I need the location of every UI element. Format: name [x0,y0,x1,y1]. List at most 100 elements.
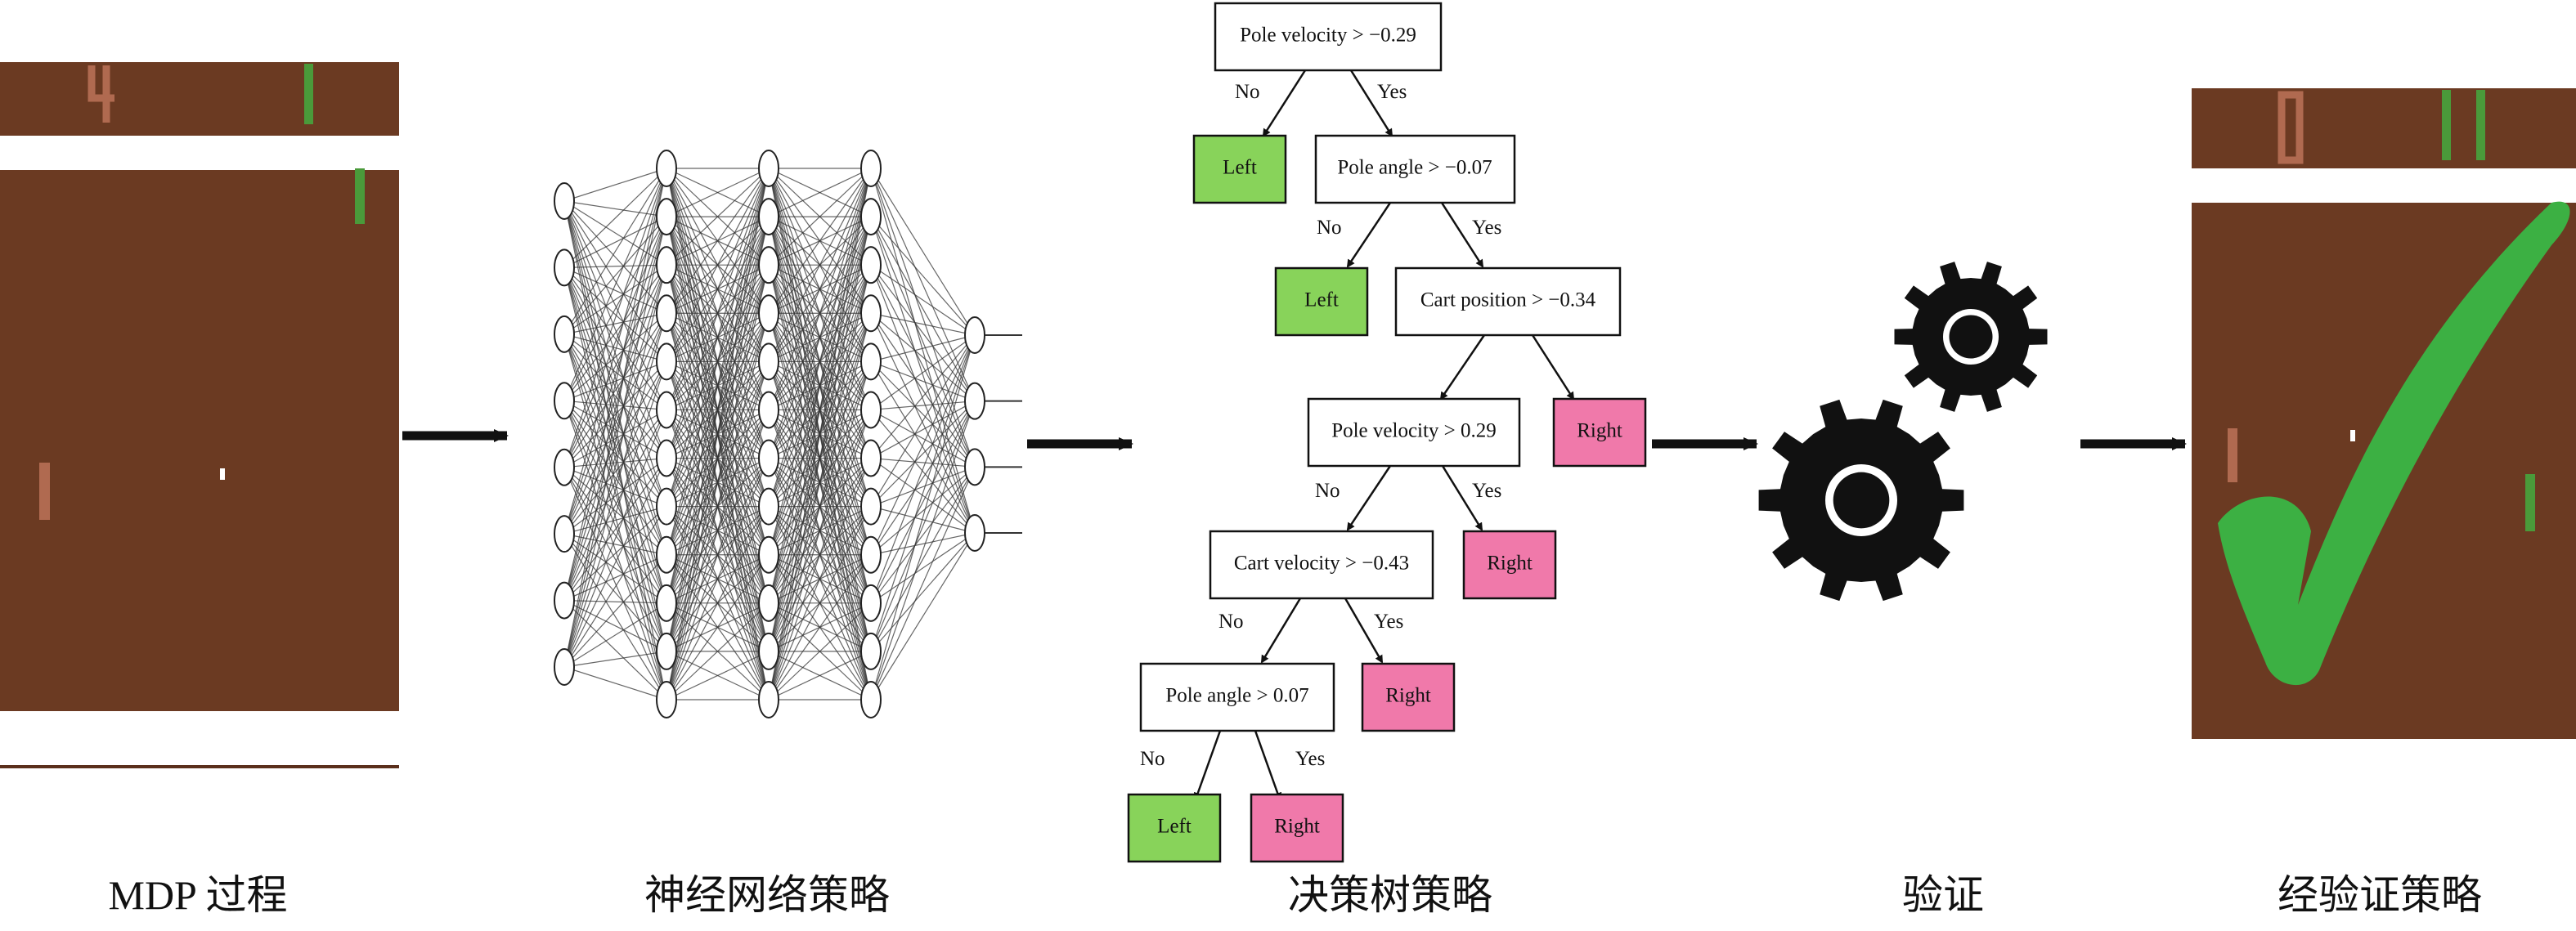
nn-neuron [860,681,882,718]
nn-neuron [554,448,575,486]
tree-node-label: Pole velocity > −0.29 [1240,25,1416,47]
tree-leaf-label: Left [1223,157,1257,179]
nn-neuron [656,584,677,622]
nn-neuron [758,439,779,477]
tree-leaf-left: Left [1192,134,1287,204]
nn-neuron [554,382,575,420]
tree-node-label: Cart position > −0.34 [1420,289,1596,311]
edge-label-yes: Yes [1295,748,1325,770]
right-paddle [2525,474,2535,531]
tree-node: Pole velocity > −0.29 [1214,2,1443,72]
nn-neuron [656,487,677,526]
nn-neuron [860,535,882,574]
nn-connections [563,168,976,700]
nn-neuron [554,182,575,220]
gear-icon [1894,262,2048,412]
nn-neuron [656,150,677,187]
tree-node-label: Cart velocity > −0.43 [1234,553,1409,575]
ball [2350,430,2355,441]
nn-neuron [860,294,882,333]
tree-leaf-right: Right [1250,793,1344,863]
nn-neuron [656,246,677,284]
tree-node-label: Pole angle > 0.07 [1165,685,1308,707]
nn-neuron [860,391,882,429]
gear-icon [1758,399,1964,602]
edge-label-no: No [1140,748,1165,770]
nn-neuron [860,487,882,526]
nn-neuron [860,246,882,284]
nn-neuron [860,584,882,622]
nn-neuron [554,581,575,620]
nn-neuron [758,487,779,526]
nn-neuron [758,535,779,574]
right-paddle [355,168,365,224]
tree-node-label: Pole angle > −0.07 [1337,157,1492,179]
nn-neuron [964,382,985,420]
nn-neuron [554,648,575,686]
nn-neuron [964,514,985,552]
tree-leaf-label: Left [1157,816,1192,838]
edge-label-yes: Yes [1374,611,1403,633]
tree-leaf-right: Right [1552,397,1647,468]
checkmark-icon [2218,201,2570,686]
nn-neuron [656,681,677,718]
tree-node: Pole velocity > 0.29 [1307,397,1521,468]
nn-neuron [758,391,779,429]
tree-node: Cart position > −0.34 [1394,266,1622,337]
nn-neuron [758,584,779,622]
nn-neuron [656,198,677,236]
edge-label-yes: Yes [1377,81,1407,103]
score-digit [88,65,114,123]
nn-neuron [758,632,779,670]
nn-neuron [758,198,779,236]
nn-neuron [656,294,677,333]
edge-label-no: No [1315,480,1340,502]
tree-leaf-label: Right [1274,816,1320,838]
caption-verified-policy: 经验证策略 [2278,872,2482,918]
nn-neuron [758,294,779,333]
caption-mdp: MDP 过程 [108,872,287,918]
neural-network-graphic [554,150,1022,718]
nn-neuron [758,342,779,381]
nn-neuron [964,448,985,486]
nn-neuron [860,198,882,236]
left-paddle [39,463,50,520]
tree-node-label: Pole velocity > 0.29 [1331,420,1497,442]
tree-leaf-right: Right [1462,530,1557,600]
nn-neuron [860,439,882,477]
tree-leaf-left: Left [1127,793,1222,863]
nn-neuron [964,316,985,354]
top-paddle [2476,90,2485,160]
mdp-game-screen [0,62,399,768]
tree-node: Pole angle > 0.07 [1139,662,1335,732]
verified-game-screen [2192,88,2576,793]
tree-leaf-left: Left [1274,266,1369,337]
edge-label-yes: Yes [1472,217,1501,239]
nn-neuron [758,246,779,284]
top-paddle [2442,90,2451,160]
nn-neuron [656,439,677,477]
nn-neuron [656,632,677,670]
nn-neuron [758,681,779,718]
tree-leaf-label: Right [1577,420,1622,442]
nn-neuron [860,150,882,187]
nn-neuron [758,150,779,187]
tree-leaf-label: Right [1487,553,1533,575]
ball [220,468,225,480]
verification-gears [1758,262,2048,602]
top-paddle [304,64,313,124]
nn-neuron [554,315,575,353]
nn-neuron [554,515,575,553]
tree-leaf-label: Left [1304,289,1339,311]
caption-neural-policy: 神经网络策略 [644,872,890,918]
edge-label-no: No [1218,611,1244,633]
edge-label-no: No [1235,81,1260,103]
nn-neuron [656,391,677,429]
tree-leaf-label: Right [1385,685,1431,707]
tree-node: Cart velocity > −0.43 [1209,530,1434,600]
tree-node: Pole angle > −0.07 [1314,134,1516,204]
nn-neuron [656,342,677,381]
score-digit [2278,91,2304,164]
decision-tree: No Yes No Yes No Yes No Yes No Yes Pole … [1127,2,1647,863]
